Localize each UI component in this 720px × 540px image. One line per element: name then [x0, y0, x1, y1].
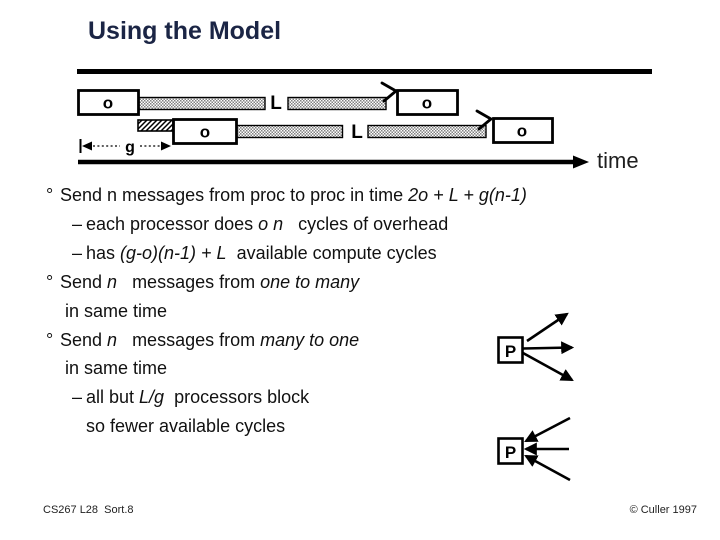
measure-arrow-left-icon: [82, 141, 92, 151]
bullet-line-many-to-one: ° Send n messages from many to one: [46, 329, 359, 351]
timeline-row1: o L o: [77, 81, 459, 116]
logp-timeline-diagram: o L o o L o g time: [77, 81, 639, 173]
send-overhead-box: [77, 89, 140, 116]
latency-label: L: [351, 122, 363, 143]
bullet-marker: °: [46, 330, 54, 350]
text-segment: messages from: [117, 330, 261, 350]
text-segment: processors block: [164, 387, 310, 407]
g-measure-annotation: g: [79, 139, 171, 156]
recv-overhead-box: [396, 89, 459, 116]
text-segment: in same time: [65, 358, 168, 378]
processor-label: P: [505, 443, 516, 462]
recv-overhead-box: [492, 117, 554, 144]
fan-in-diagram: P: [497, 416, 571, 482]
text-segment: messages from: [117, 272, 261, 292]
text-segment: available compute cycles: [226, 243, 437, 263]
math-segment: one to many: [260, 272, 360, 292]
timeline-row2: o L o: [137, 109, 554, 145]
time-axis: time: [78, 148, 639, 173]
latency-bar-segment: [287, 96, 387, 111]
continuation-line: in same time: [65, 357, 167, 379]
dash-marker: –: [72, 243, 83, 263]
send-overhead-label: o: [103, 94, 113, 113]
continuation-line: in same time: [65, 300, 167, 322]
time-axis-arrowhead: [573, 155, 589, 169]
recv-overhead-label: o: [422, 94, 432, 113]
bullet-marker: °: [46, 185, 54, 205]
latency-bar-segment: [235, 124, 344, 139]
text-segment: Send: [60, 272, 108, 292]
text-segment: Send: [60, 330, 108, 350]
gap-hatch-bar: [137, 119, 174, 132]
processor-box: [497, 437, 524, 465]
math-segment: L/g: [139, 387, 165, 407]
fan-out-diagram: P: [497, 312, 575, 382]
message-arrowhead: [380, 81, 398, 103]
latency-bar-segment: [367, 124, 487, 139]
footer-course-label: CS267 L28 Sort.8: [43, 504, 134, 516]
processor-box: [497, 336, 524, 364]
math-segment: (g-o)(n-1) + L: [120, 243, 227, 263]
text-segment: each processor does: [86, 214, 259, 234]
math-segment: many to one: [260, 330, 360, 350]
bullet-line-send-proc-to-proc: ° Send n messages from proc to proc in t…: [46, 184, 527, 206]
text-segment: all but: [86, 387, 140, 407]
footer-copyright: © Culler 1997: [629, 504, 697, 516]
bullet-line-one-to-many: ° Send n messages from one to many: [46, 271, 359, 293]
outgoing-message-arrow: [526, 312, 569, 343]
text-segment: so fewer available cycles: [86, 416, 286, 436]
time-axis-label: time: [597, 148, 639, 173]
text-segment: has: [86, 243, 121, 263]
outgoing-message-arrow: [522, 351, 574, 382]
math-segment: n: [107, 330, 118, 350]
incoming-message-arrow: [524, 454, 571, 482]
text-segment: Send n messages from proc to proc in tim…: [60, 185, 409, 205]
bullet-marker: °: [46, 272, 54, 292]
incoming-message-arrow: [524, 416, 571, 443]
math-segment: o n: [258, 214, 284, 234]
outgoing-message-arrow: [522, 341, 575, 355]
recv-overhead-label: o: [517, 122, 527, 141]
sub-line-processors-block: – all but L/g processors block: [72, 386, 309, 408]
send-overhead-box: [172, 118, 238, 145]
dash-marker: –: [72, 387, 83, 407]
processor-label: P: [505, 342, 516, 361]
message-arrowhead: [475, 109, 493, 131]
latency-label: L: [270, 93, 282, 114]
continuation-line: so fewer available cycles: [86, 415, 285, 437]
g-label: g: [125, 139, 135, 156]
text-segment: in same time: [65, 301, 168, 321]
measure-arrow-right-icon: [161, 141, 171, 151]
text-segment: cycles of overhead: [283, 214, 449, 234]
math-segment: n: [107, 272, 118, 292]
sub-line-available-cycles: – has (g-o)(n-1) + L available compute c…: [72, 242, 437, 264]
page-title: Using the Model: [88, 17, 282, 45]
latency-bar-segment: [137, 96, 266, 111]
sub-line-overhead-cycles: – each processor does o n cycles of over…: [72, 213, 448, 235]
title-underline-rule: [77, 69, 652, 74]
send-overhead-label: o: [200, 123, 210, 142]
math-segment: 2o + L + g(n-1): [408, 185, 527, 205]
dash-marker: –: [72, 214, 83, 234]
